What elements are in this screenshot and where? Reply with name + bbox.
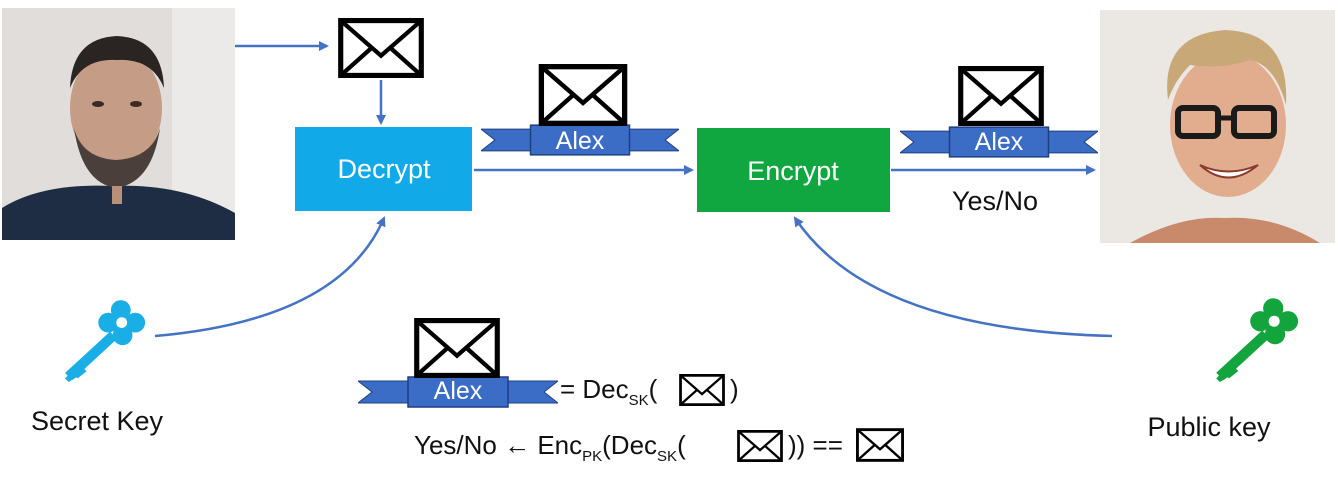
formula-2-dec: (Dec xyxy=(602,430,657,460)
arrow-secret-key-to-decrypt xyxy=(154,216,386,338)
envelope-formula2-inner-icon xyxy=(737,430,783,462)
decrypt-box xyxy=(295,127,472,211)
formula-2-open: ( xyxy=(677,430,686,460)
secret-key-label: Secret Key xyxy=(31,406,164,436)
envelope-formula1-icon xyxy=(679,374,725,406)
envelope-formula2-outer-icon xyxy=(856,428,904,462)
formula-1-open: ( xyxy=(649,374,658,404)
result-text: Yes/No xyxy=(952,186,1038,216)
formula-1-sub: SK xyxy=(629,392,649,409)
public-key-icon xyxy=(1216,298,1299,382)
envelope-middle-icon xyxy=(541,67,624,124)
ribbon-formula-label: Alex xyxy=(434,377,483,405)
secret-key-icon xyxy=(65,300,146,382)
ribbon-right-label: Alex xyxy=(975,128,1024,156)
formula-2-dec-sub: SK xyxy=(657,448,677,465)
formula-1: = DecSK( xyxy=(560,374,658,409)
sender-photo xyxy=(2,8,235,240)
envelope-right-icon xyxy=(961,69,1042,124)
formula-2-lhs: Yes/No ← Enc xyxy=(414,430,582,460)
encrypt-label: Encrypt xyxy=(747,156,839,186)
envelope-formula-icon xyxy=(417,321,498,376)
envelope-top-icon xyxy=(341,21,422,76)
formula-2-close: )) == xyxy=(788,430,843,460)
public-key-label: Public key xyxy=(1147,412,1271,442)
formula-2-enc-sub: PK xyxy=(582,448,602,465)
formula-2: Yes/No ← EncPK(DecSK( xyxy=(414,430,686,465)
receiver-photo xyxy=(1100,10,1335,243)
arrow-public-key-to-encrypt xyxy=(793,216,1113,338)
formula-1-eq: = Dec xyxy=(560,374,629,404)
ribbon-middle-label: Alex xyxy=(556,127,605,155)
encrypt-box xyxy=(697,128,890,212)
formula-1-close: ) xyxy=(730,374,739,404)
decrypt-label: Decrypt xyxy=(337,154,431,184)
